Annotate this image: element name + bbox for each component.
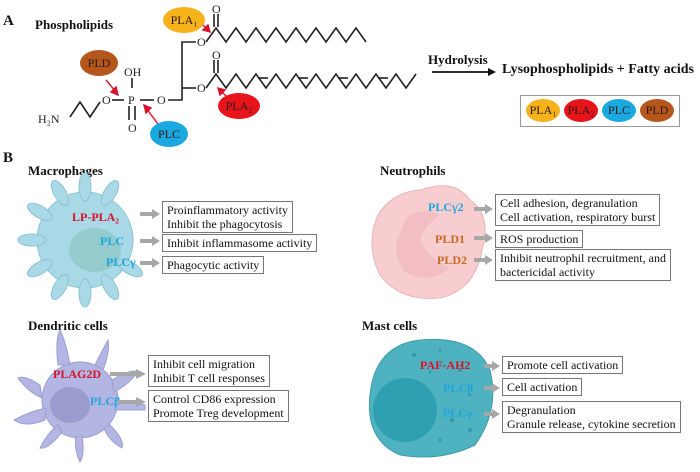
macrophage-enzyme-plc: PLC [100, 234, 124, 248]
o-label-6: O [212, 2, 221, 16]
mast-effect-2: Cell activation [502, 378, 583, 396]
o-label-2: O [128, 121, 137, 135]
arrow-icon [474, 233, 493, 243]
mast-effect-3: Degranulation Granule release, cytokine … [502, 401, 681, 433]
macrophage-effect-1: Proinflammatory activity Inhibit the pha… [162, 201, 293, 233]
oh-label: OH [124, 65, 142, 79]
mast-enzyme-paf-ah2: PAF-AH2 [420, 358, 471, 372]
mast-enzyme-plcg: PLCγ [443, 406, 473, 420]
mast-enzyme-plcb: PLCβ [443, 381, 474, 395]
arrow-icon [484, 383, 500, 393]
macrophage-effect-2: Inhibit inflammasome activity [162, 234, 318, 252]
dendritic-title: Dendritic cells [28, 318, 108, 333]
arrow-icon [140, 236, 160, 246]
ethanolamine-chain [69, 100, 101, 119]
o-label-3: O [157, 93, 166, 107]
macrophage-enzyme-lp-pla2: LP-PLA₂ [72, 210, 119, 224]
p-label: P [128, 93, 135, 107]
panel-b-letter: B [3, 150, 14, 166]
arrow-icon [474, 204, 493, 214]
mast-effect-1: Promote cell activation [502, 356, 624, 374]
neutrophils-title: Neutrophils [380, 163, 446, 178]
pla1-oval: PLA₁ [163, 7, 205, 33]
arrow-icon [140, 209, 160, 219]
arrow-icon [140, 258, 160, 268]
enzyme-legend: PLA₁ PLA₂ PLC PLD [520, 95, 680, 127]
saturated-fatty-acid-chain [205, 26, 367, 44]
glycerol-backbone [168, 41, 196, 101]
arrow-icon [118, 397, 146, 407]
neutrophil-effect-3: Inhibit neutrophil recruitment, and bact… [495, 249, 671, 281]
legend-pla2: PLA₂ [564, 99, 598, 122]
unsaturated-fatty-acid-chain [205, 72, 417, 90]
phospholipids-title: Phospholipids [35, 17, 114, 32]
neutrophil-effect-1: Cell adhesion, degranulation Cell activa… [495, 194, 661, 226]
panel-a-letter: A [3, 13, 14, 29]
dendritic-enzyme-plcb: PLCβ [90, 394, 121, 408]
neutrophil-enzyme-pld2: PLD2 [437, 253, 467, 267]
o-label-1: O [102, 93, 111, 107]
neutrophil-enzyme-plcg2: PLCγ2 [428, 200, 464, 214]
h2n-label: H₂N [38, 112, 60, 126]
arrow-icon [474, 255, 493, 265]
phospholipid-structure: H₂N O P OH O O O O O O [38, 2, 496, 135]
neutrophil-effect-2: ROS production [495, 230, 584, 248]
pla2-oval: PLA₂ [218, 93, 260, 119]
macrophage-enzyme-plcg: PLCγ [106, 255, 136, 269]
dendritic-enzyme-plag2d: PLAG2D [53, 367, 101, 381]
hydrolysis-label: Hydrolysis [428, 52, 488, 67]
neutrophil-enzyme-pld1: PLD1 [435, 232, 465, 246]
arrow-icon [110, 369, 146, 379]
legend-pld: PLD [640, 99, 674, 122]
o-label-7: O [212, 48, 221, 62]
arrow-icon [484, 409, 500, 419]
legend-plc: PLC [602, 99, 636, 122]
arrow-icon [484, 361, 500, 371]
macrophage-effect-3: Phagocytic activity [162, 256, 265, 274]
pld-oval: PLD [80, 50, 118, 76]
plc-oval: PLC [150, 121, 188, 147]
products-label: Lysophospholipids + Fatty acids [502, 62, 694, 77]
mast-cells-title: Mast cells [362, 318, 418, 333]
dendritic-effect-2: Control CD86 expression Promote Treg dev… [148, 390, 289, 422]
legend-pla1: PLA₁ [526, 99, 560, 122]
o-label-5: O [197, 81, 206, 95]
o-label-4: O [197, 35, 206, 49]
dendritic-effect-1: Inhibit cell migration Inhibit T cell re… [148, 355, 270, 387]
